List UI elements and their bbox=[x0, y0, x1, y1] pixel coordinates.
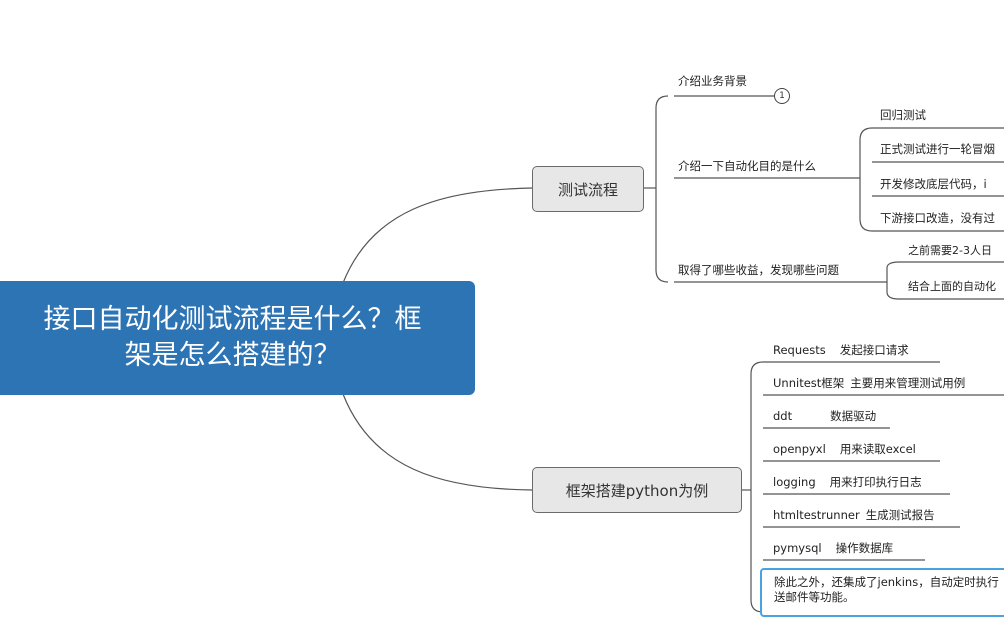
tool-name: htmltestrunner bbox=[773, 508, 860, 522]
tool-item[interactable]: pymysql 操作数据库 bbox=[773, 541, 893, 555]
subtopic-intro-business[interactable]: 介绍业务背景 bbox=[678, 74, 747, 88]
purpose-item[interactable]: 下游接口改造，没有过 bbox=[880, 211, 995, 225]
connector-central-testing bbox=[342, 187, 533, 284]
marker-number-badge[interactable]: 1 bbox=[774, 88, 790, 104]
tool-item[interactable]: Requests 发起接口请求 bbox=[773, 343, 909, 357]
extra-integration-note[interactable]: 除此之外，还集成了jenkins，自动定时执行 送邮件等功能。 bbox=[760, 568, 1004, 617]
tool-desc: 发起接口请求 bbox=[839, 343, 909, 357]
central-topic-line-2: 架是怎么搭建的？ bbox=[124, 340, 341, 371]
tool-item[interactable]: logging 用来打印执行日志 bbox=[773, 475, 922, 489]
tool-item[interactable]: htmltestrunner 生成测试报告 bbox=[773, 508, 935, 522]
subtopic-gains[interactable]: 取得了哪些收益，发现哪些问题 bbox=[678, 263, 839, 277]
purpose-item[interactable]: 正式测试进行一轮冒烟 bbox=[880, 142, 995, 156]
tool-desc: 操作数据库 bbox=[835, 541, 894, 555]
underline-purpose-items bbox=[872, 127, 1004, 232]
connector-purpose-bracket bbox=[859, 127, 873, 232]
connector-framework-bracket bbox=[750, 361, 764, 613]
extra-note-line-1: 除此之外，还集成了jenkins，自动定时执行 bbox=[774, 575, 999, 589]
subtopic-purpose[interactable]: 介绍一下自动化目的是什么 bbox=[678, 159, 816, 173]
gains-item[interactable]: 结合上面的自动化 bbox=[908, 280, 996, 293]
central-topic-line-1: 接口自动化测试流程是什么？框 bbox=[43, 304, 422, 335]
extra-note-line-2: 送邮件等功能。 bbox=[774, 590, 855, 604]
tool-name: pymysql bbox=[773, 541, 822, 555]
purpose-item[interactable]: 开发修改底层代码，i bbox=[880, 177, 987, 191]
topic-framework-setup[interactable]: 框架搭建python为例 bbox=[532, 467, 742, 513]
underline-tool-rows bbox=[763, 361, 1004, 561]
topic-testing-process[interactable]: 测试流程 bbox=[532, 166, 644, 212]
underline-gains-items bbox=[899, 261, 1004, 300]
tool-name: Unnitest框架 bbox=[773, 376, 845, 390]
tool-desc: 用来读取excel bbox=[839, 442, 916, 456]
purpose-item[interactable]: 回归测试 bbox=[880, 108, 926, 122]
tool-name: ddt bbox=[773, 409, 793, 423]
tool-name: openpyxl bbox=[773, 442, 826, 456]
tool-desc: 主要用来管理测试用例 bbox=[850, 376, 966, 390]
tool-name: Requests bbox=[773, 343, 826, 357]
tool-desc: 生成测试报告 bbox=[865, 508, 935, 522]
tool-item[interactable]: Unnitest框架主要用来管理测试用例 bbox=[773, 376, 965, 390]
topic-testing-process-label: 测试流程 bbox=[557, 180, 618, 199]
connector-testing-bracket bbox=[655, 95, 669, 283]
tool-name: logging bbox=[773, 475, 816, 489]
central-topic[interactable]: 接口自动化测试流程是什么？框 架是怎么搭建的？ bbox=[0, 281, 475, 395]
connector-gains-bracket bbox=[886, 261, 900, 300]
tool-item[interactable]: ddt 数据驱动 bbox=[773, 409, 876, 423]
topic-framework-setup-label: 框架搭建python为例 bbox=[565, 481, 709, 500]
connector-central-framework bbox=[342, 393, 533, 491]
tool-desc: 数据驱动 bbox=[830, 409, 877, 423]
tool-desc: 用来打印执行日志 bbox=[829, 475, 922, 489]
gains-item[interactable]: 之前需要2-3人日 bbox=[908, 244, 992, 257]
tool-item[interactable]: openpyxl 用来读取excel bbox=[773, 442, 916, 456]
